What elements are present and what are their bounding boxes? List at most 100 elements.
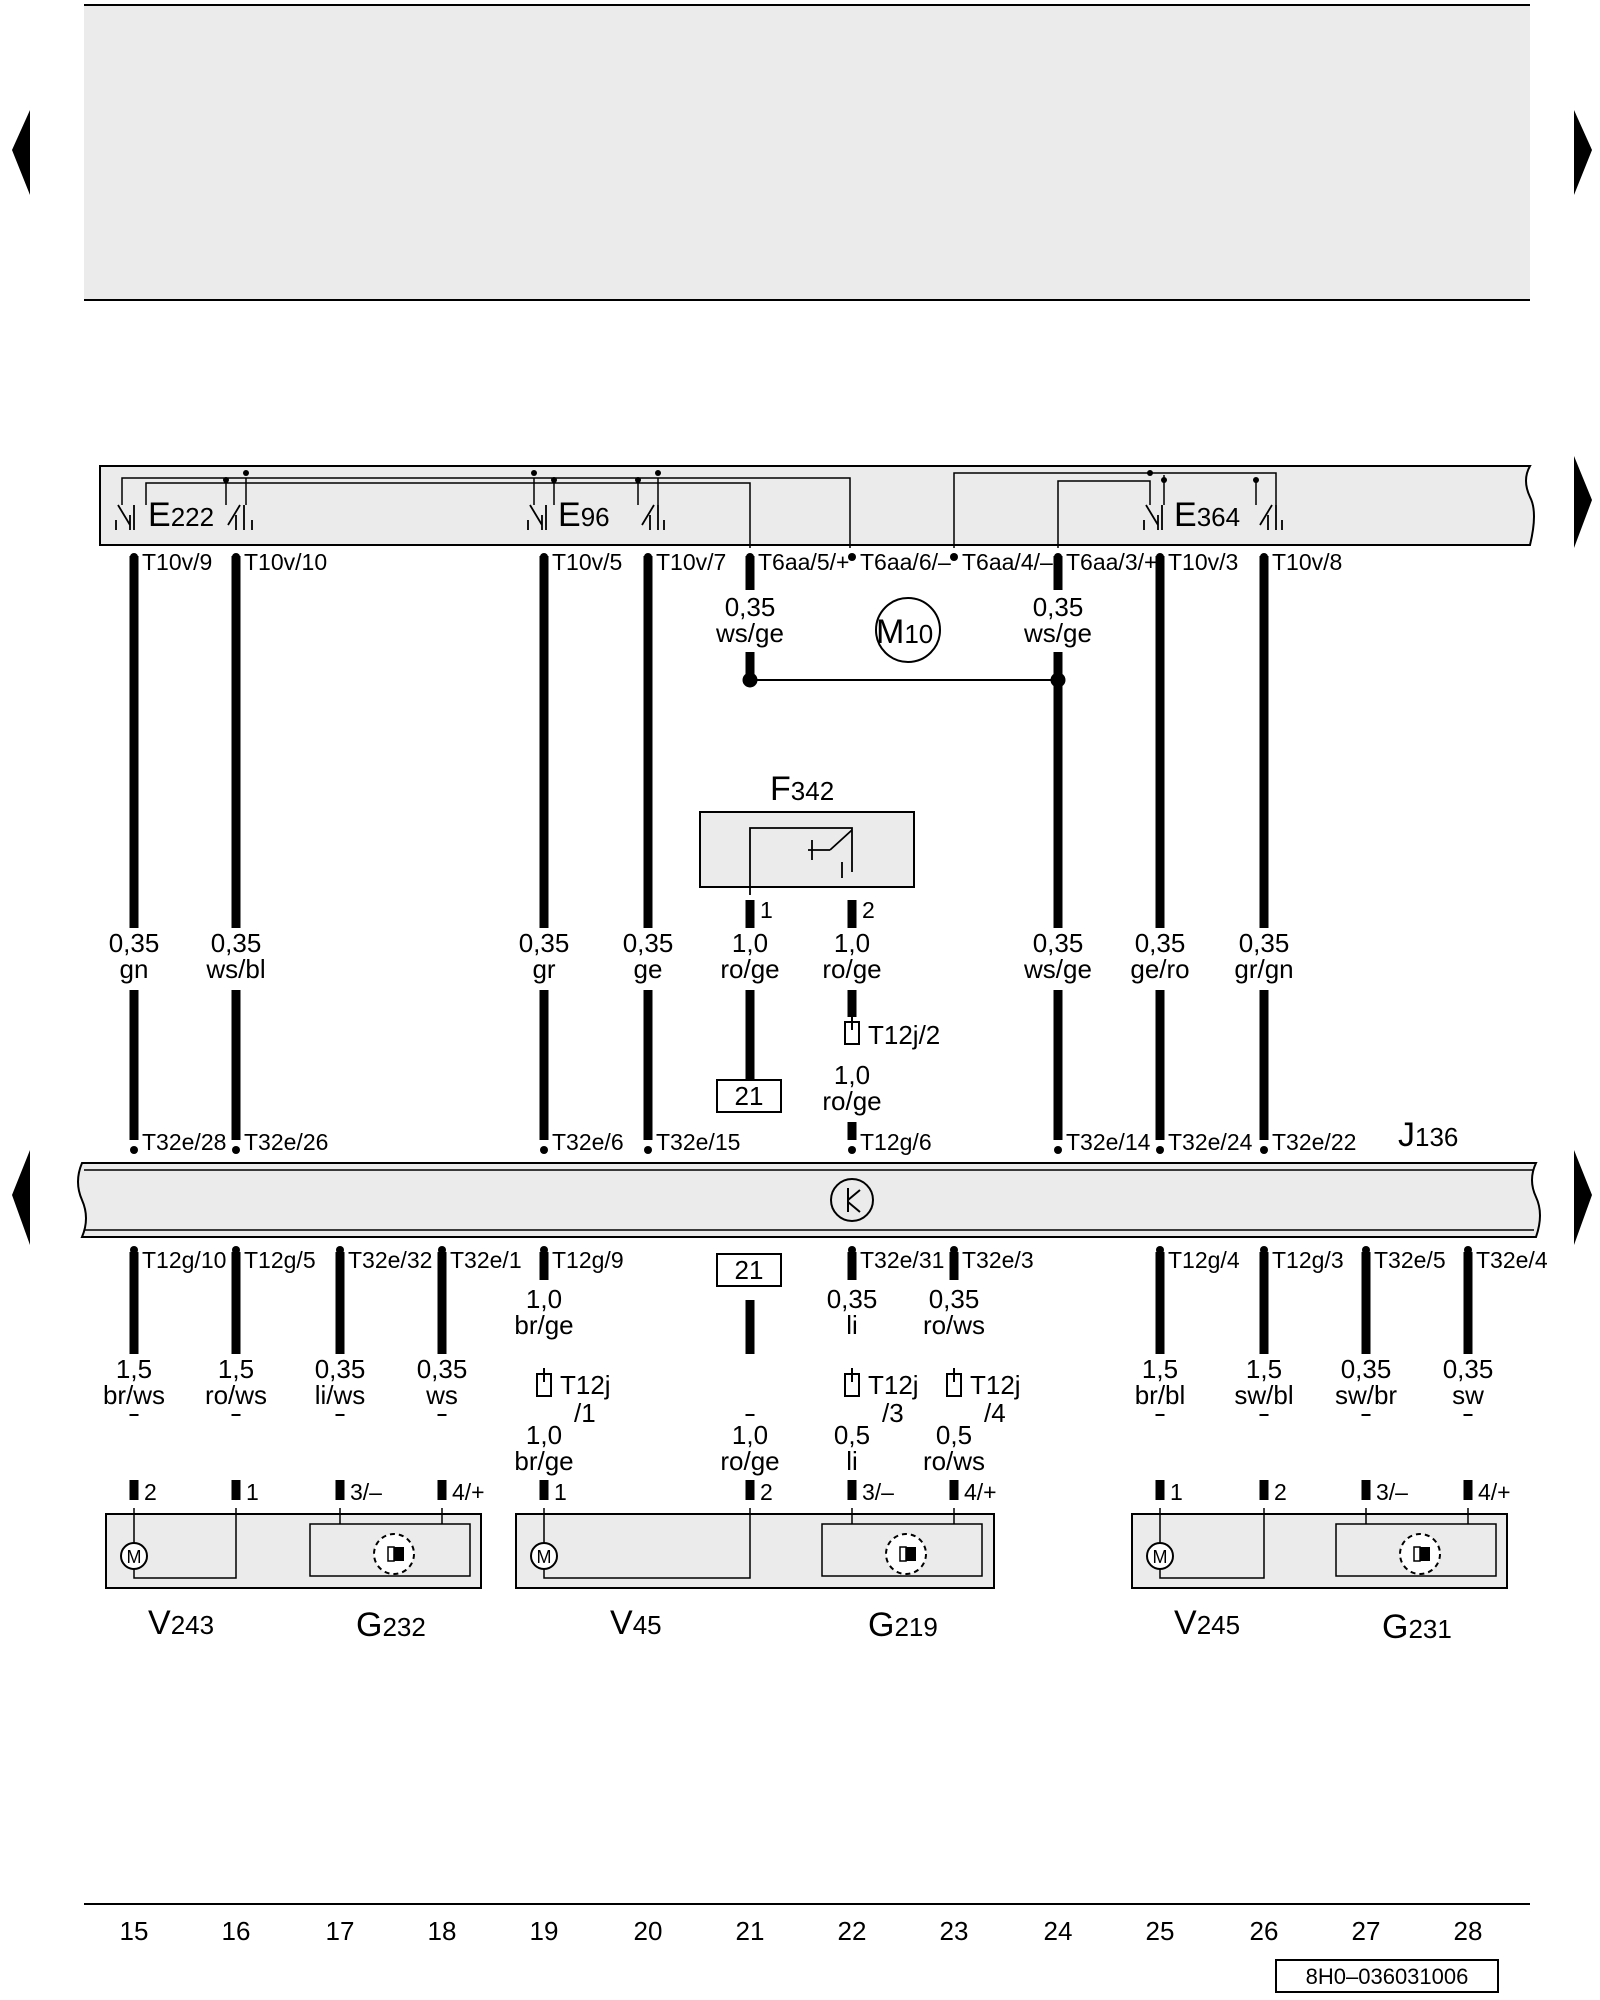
svg-text:M: M: [537, 1547, 552, 1567]
next-page-arrow-upper[interactable]: [1574, 456, 1592, 548]
device-pin: 4/+: [1478, 1479, 1511, 1505]
wire-color: gn: [120, 954, 149, 984]
column-number: 26: [1250, 1916, 1279, 1946]
conn-label: T10v/3: [1168, 549, 1238, 575]
j136-top-marks: [130, 1146, 1268, 1154]
conn-label: T12g/6: [860, 1129, 932, 1155]
t12j-pin: /4: [984, 1398, 1006, 1428]
wire-color: sw/bl: [1234, 1380, 1293, 1410]
conn-label: T10v/10: [244, 549, 327, 575]
wire-size: 0,35: [725, 592, 776, 622]
wire-color: li: [846, 1310, 858, 1340]
label-gaps: [100, 590, 1340, 990]
svg-text:M: M: [1153, 1547, 1168, 1567]
motor-icons: M M M: [120, 1542, 1174, 1570]
t12j2-size: 1,0: [834, 1060, 870, 1090]
conn-label: T32e/31: [860, 1247, 944, 1273]
upper-wire-labels: 0,35 gn 0,35 ws/bl 0,35 gr 0,35 ge 1,0 r…: [109, 928, 1294, 984]
device-pin: 1: [554, 1479, 567, 1505]
j136-label: J136: [1398, 1116, 1458, 1154]
t12j-pin: /3: [882, 1398, 904, 1428]
wire-size: 0,35: [1239, 928, 1290, 958]
wire-color: ro/ge: [720, 954, 779, 984]
wire-size: 1,0: [526, 1420, 562, 1450]
prev-page-arrow-lower[interactable]: [12, 1150, 30, 1245]
ref-box-upper: [716, 1079, 782, 1113]
v243-label: V243: [148, 1604, 214, 1642]
conn-label: T10v/7: [656, 549, 726, 575]
column-number: 16: [222, 1916, 251, 1946]
column-number: 24: [1044, 1916, 1073, 1946]
prev-page-arrow-top[interactable]: [12, 110, 30, 195]
device-pin-labels: 2 1 3/– 4/+ 1 2 3/– 4/+ 1 2 3/– 4/+: [144, 1479, 1511, 1505]
wire-color: gr: [532, 954, 555, 984]
wire-color: ws/ge: [1023, 954, 1092, 984]
wire-size: 0,5: [936, 1420, 972, 1450]
conn-label: T12g/3: [1272, 1247, 1344, 1273]
device-pin: 1: [246, 1479, 259, 1505]
top-connector-marks: [130, 553, 1268, 561]
wire-color: ro/ws: [923, 1446, 985, 1476]
conn-label: T32e/24: [1168, 1129, 1253, 1155]
conn-label: T32e/14: [1066, 1129, 1151, 1155]
wire-color: li: [846, 1446, 858, 1476]
v245-g231-box: [1131, 1513, 1508, 1589]
motor-icon: M: [530, 1542, 558, 1570]
ref-box-upper-label: 21: [735, 1081, 764, 1111]
column-number: 25: [1146, 1916, 1175, 1946]
conn-label: T6aa/3/+: [1066, 549, 1157, 575]
conn-label: T32e/28: [142, 1129, 226, 1155]
f342-pin-2: 2: [862, 897, 875, 923]
sensor-icon: [373, 1533, 415, 1575]
wire-color: br/ws: [103, 1380, 165, 1410]
wire-size: 1,5: [116, 1354, 152, 1384]
device-pin: 4/+: [964, 1479, 997, 1505]
wire-size: 0,35: [1341, 1354, 1392, 1384]
conn-label: T12g/10: [142, 1247, 226, 1273]
t12j-pin: /1: [574, 1398, 596, 1428]
wire-size: 0,35: [1033, 928, 1084, 958]
g232-label: G232: [356, 1606, 426, 1644]
m10-bridge: [742, 597, 1066, 688]
conn-label: T32e/26: [244, 1129, 328, 1155]
next-page-arrow-top[interactable]: [1574, 110, 1592, 195]
wire-size: 0,35: [1443, 1354, 1494, 1384]
wire-size: 0,35: [211, 928, 262, 958]
wire-size: 1,0: [732, 928, 768, 958]
j136-bar: [77, 1162, 1541, 1238]
device-pin: 2: [1274, 1479, 1287, 1505]
wire-size: 1,0: [834, 928, 870, 958]
column-number: 17: [326, 1916, 355, 1946]
conn-label: T32e/5: [1374, 1247, 1446, 1273]
next-page-arrow-lower[interactable]: [1574, 1150, 1592, 1245]
conn-label: T12g/9: [552, 1247, 624, 1273]
wire-color: br/ge: [514, 1310, 573, 1340]
wire-color: ge/ro: [1130, 954, 1189, 984]
wire-size: 0,35: [1033, 592, 1084, 622]
t12j-labels: T12j /1 T12j /3 T12j /4: [560, 1370, 1021, 1428]
device-pin: 2: [760, 1479, 773, 1505]
wire-color: ro/ws: [923, 1310, 985, 1340]
f342-pin-1: 1: [760, 897, 773, 923]
e222-label: E222: [148, 496, 214, 534]
wire-size: 1,5: [218, 1354, 254, 1384]
conn-label: T6aa/5/+: [758, 549, 849, 575]
wire-size: 1,5: [1142, 1354, 1178, 1384]
svg-text:M: M: [127, 1547, 142, 1567]
t12j2-gap: [842, 1017, 862, 1049]
sensor-icon: [1399, 1533, 1441, 1575]
wire-color: li/ws: [315, 1380, 366, 1410]
wire-color: br/ge: [514, 1446, 573, 1476]
column-numbers: 15 16 17 18 19 20 21 22 23 24 25 26 27 2…: [120, 1916, 1483, 1946]
j136-top-connector-labels: T32e/28 T32e/26 T32e/6 T32e/15 T12g/6 T3…: [142, 1129, 1356, 1155]
wire-color: ro/ws: [205, 1380, 267, 1410]
wire-color: ro/ge: [720, 1446, 779, 1476]
v243-g232-box: [105, 1513, 482, 1589]
device-boxes: [105, 1513, 1508, 1589]
t12j-symbols: [536, 1368, 962, 1397]
g219-label: G219: [868, 1606, 938, 1644]
column-number: 20: [634, 1916, 663, 1946]
t12j2-wire-gap: [810, 1062, 894, 1122]
ref-box-lower-label: 21: [735, 1255, 764, 1285]
